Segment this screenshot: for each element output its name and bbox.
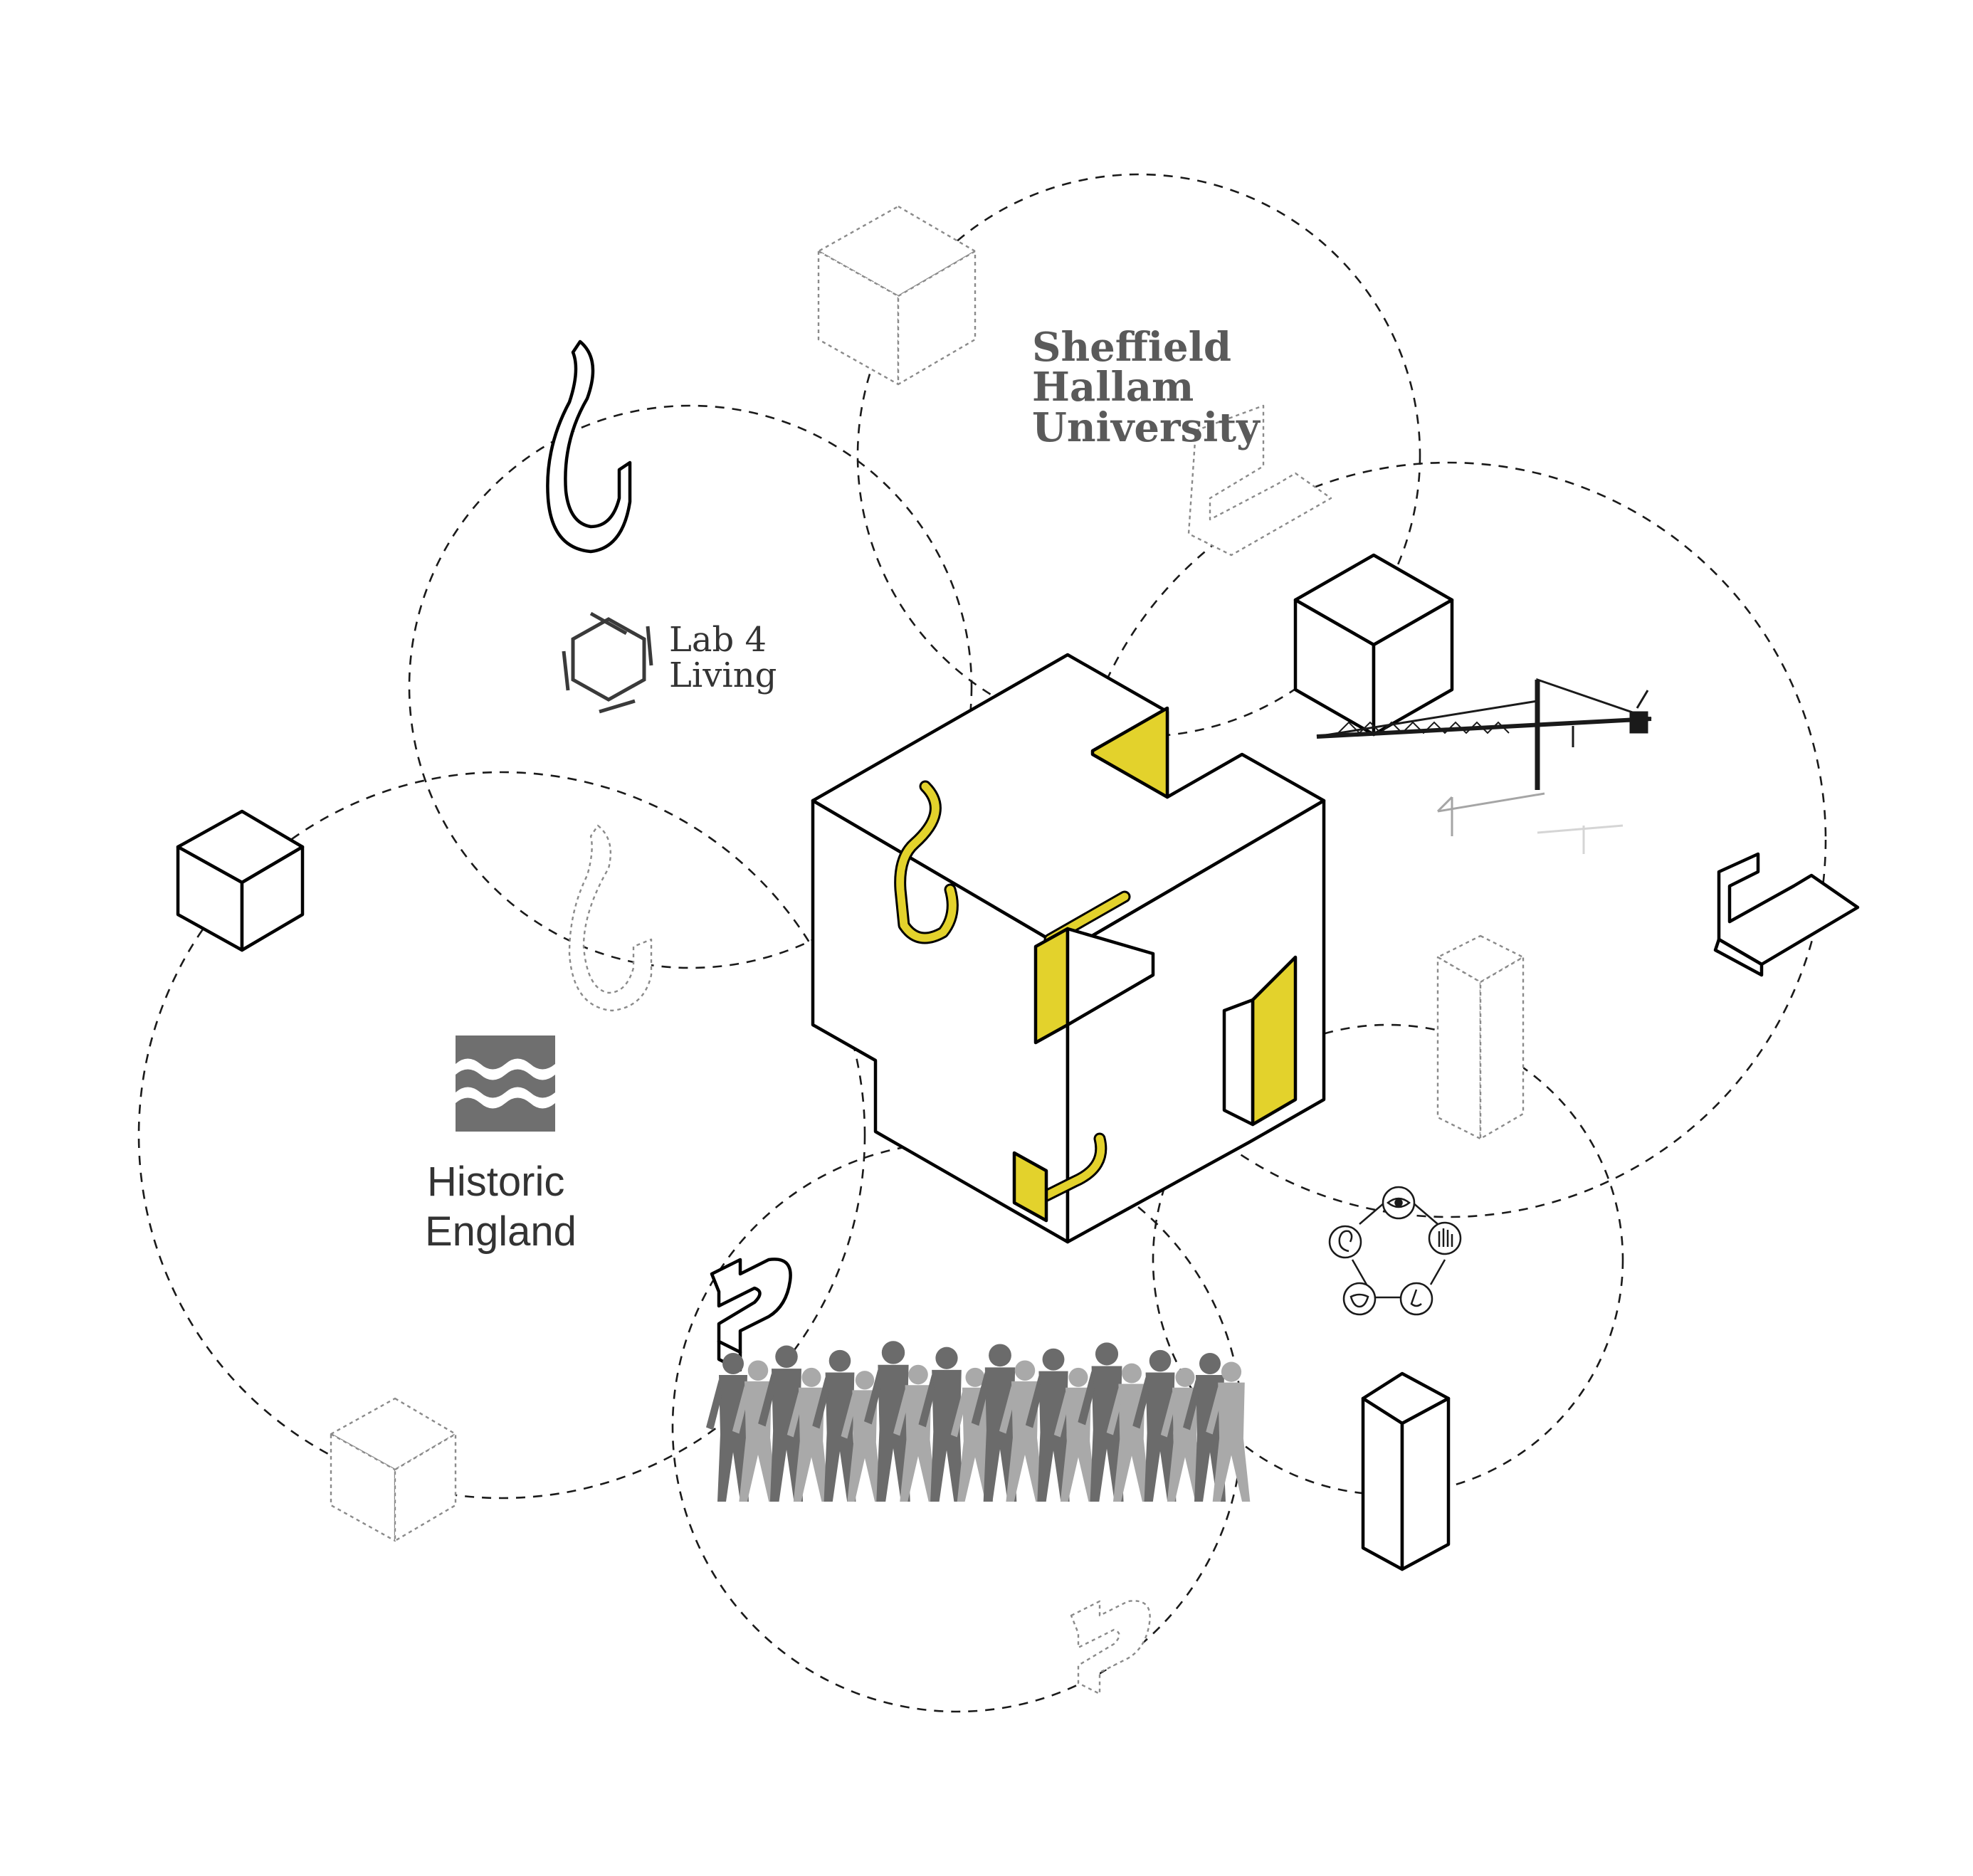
sheffield-hallam-logo: Sheffield Hallam University — [1032, 324, 1261, 451]
hand-icon — [1429, 1223, 1461, 1254]
lab4living-line-1: Lab 4 — [669, 620, 767, 660]
historic-england-waves-icon — [456, 1036, 555, 1132]
central-puzzle-cube — [813, 655, 1324, 1242]
cube-right-slot-wall — [1224, 1000, 1253, 1124]
historic-england-logo: Historic England — [425, 1036, 577, 1255]
ear-icon — [1330, 1226, 1361, 1258]
lab4living-logo: Lab 4 Living — [564, 613, 777, 712]
historic-england-line-2: England — [425, 1208, 577, 1255]
eye-icon — [1383, 1187, 1414, 1218]
cube-top-ghost — [819, 206, 975, 384]
c-shape-piece-solid — [1715, 854, 1858, 975]
cube-bottom-ghost — [331, 1398, 456, 1541]
five-senses-diagram — [1330, 1187, 1461, 1314]
cube-right-solid — [1295, 555, 1452, 734]
cube-left-solid — [178, 811, 302, 950]
hook-piece-solid — [547, 342, 630, 552]
tall-prism-solid — [1363, 1374, 1448, 1569]
tongue-icon — [1344, 1283, 1375, 1314]
people-silhouette — [706, 1341, 1250, 1502]
cube-c-shape-fill — [1036, 929, 1068, 1043]
s-piece-ghost — [1071, 1601, 1150, 1694]
shu-line-3: University — [1032, 404, 1261, 451]
hook-piece-ghost — [569, 826, 651, 1011]
tall-prism-ghost — [1438, 936, 1523, 1139]
nose-icon — [1401, 1283, 1432, 1314]
historic-england-line-1: Historic — [427, 1159, 564, 1205]
lab4living-hexagon-icon — [564, 613, 651, 712]
lab4living-line-2: Living — [669, 655, 777, 695]
